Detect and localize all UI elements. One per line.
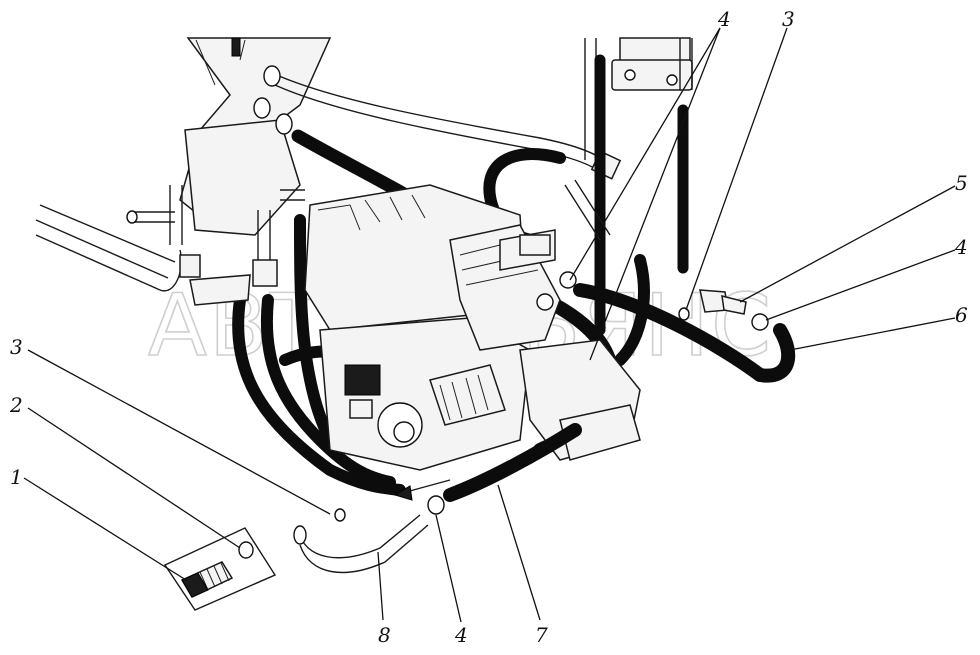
- filter-housing: [584, 37, 693, 336]
- fitting-part-5: [699, 289, 747, 315]
- bolt-part-1-frame: [163, 527, 277, 611]
- pipe-part-8: [293, 514, 429, 574]
- callout-3-top: 3: [782, 7, 795, 31]
- washer-part-3-right: [678, 307, 690, 321]
- washer-part-4-lower: [427, 495, 445, 515]
- right-fittings: [519, 179, 611, 311]
- callout-6: 6: [955, 303, 968, 327]
- left-fittings: [126, 185, 305, 306]
- callout-4-top: 4: [717, 7, 731, 31]
- callout-4-bottom: 4: [454, 623, 468, 647]
- hose-part-7: [443, 423, 582, 502]
- pump-block: [304, 184, 561, 471]
- callout-1: 1: [10, 465, 23, 489]
- mounting-bracket: [179, 37, 332, 236]
- lower-right-housing: [519, 339, 641, 461]
- leader-lines: [23, 27, 956, 623]
- callout-4-right: 4: [954, 235, 968, 259]
- callout-8: 8: [378, 623, 391, 647]
- callout-2: 2: [9, 393, 23, 417]
- callout-3-left: 3: [10, 335, 23, 359]
- callout-5: 5: [955, 171, 968, 195]
- callout-labels: 1 2 3 3 4 4 4 5 6 7 8: [9, 7, 968, 647]
- washer-part-4-right: [751, 313, 769, 331]
- washer-part-3-lower: [334, 508, 346, 522]
- callout-7: 7: [535, 623, 548, 647]
- hose-part-6: [573, 283, 796, 383]
